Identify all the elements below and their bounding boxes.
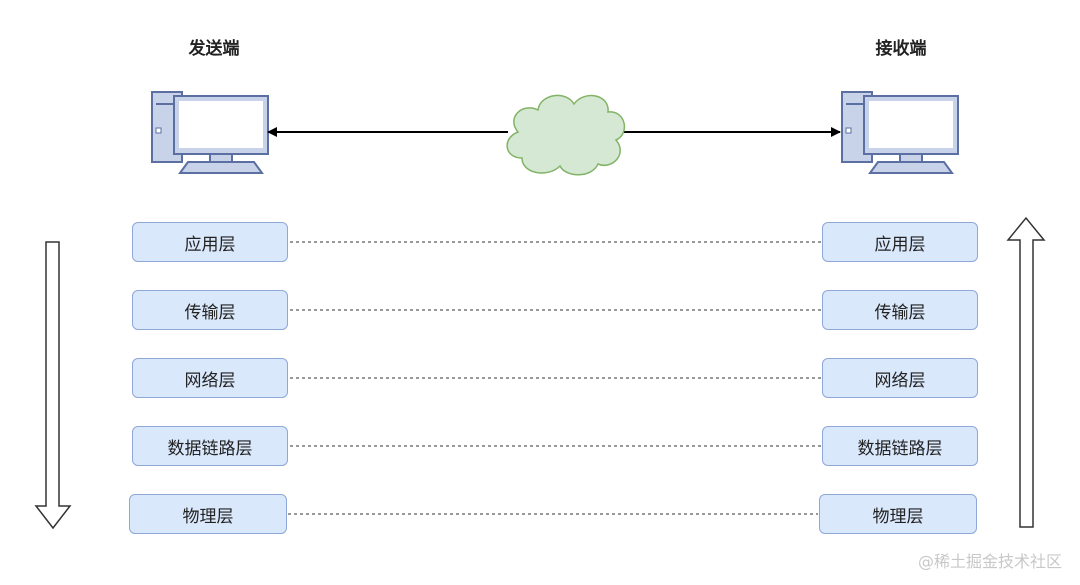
down-arrow-icon bbox=[34, 241, 72, 530]
layer-label: 物理层 bbox=[872, 506, 924, 527]
sender-transport-layer: 传输层 bbox=[132, 290, 288, 330]
sender-application-layer: 应用层 bbox=[132, 222, 288, 262]
receiver-application-layer: 应用层 bbox=[822, 222, 978, 262]
sender-title: 发送端 bbox=[188, 39, 240, 59]
layer-label: 传输层 bbox=[874, 302, 926, 323]
layer-label: 传输层 bbox=[184, 302, 236, 323]
layer-label: 网络层 bbox=[874, 370, 926, 391]
layer-label: 物理层 bbox=[182, 506, 234, 527]
sender-network-layer: 网络层 bbox=[132, 358, 288, 398]
receiver-title: 接收端 bbox=[875, 39, 927, 59]
sender-computer-icon bbox=[151, 91, 269, 174]
layer-label: 数据链路层 bbox=[167, 438, 253, 459]
receiver-computer-icon bbox=[841, 91, 959, 174]
up-arrow-icon bbox=[1006, 216, 1046, 528]
layer-label: 网络层 bbox=[184, 370, 236, 391]
layer-label: 应用层 bbox=[184, 234, 236, 255]
receiver-network-layer: 网络层 bbox=[822, 358, 978, 398]
sender-datalink-layer: 数据链路层 bbox=[132, 426, 288, 466]
receiver-physical-layer: 物理层 bbox=[819, 494, 977, 534]
layer-label: 应用层 bbox=[874, 234, 926, 255]
receiver-datalink-layer: 数据链路层 bbox=[822, 426, 978, 466]
layer-label: 数据链路层 bbox=[857, 438, 943, 459]
sender-physical-layer: 物理层 bbox=[129, 494, 287, 534]
receiver-transport-layer: 传输层 bbox=[822, 290, 978, 330]
watermark: @稀土掘金技术社区 bbox=[917, 552, 1062, 571]
cloud-icon bbox=[506, 94, 626, 176]
